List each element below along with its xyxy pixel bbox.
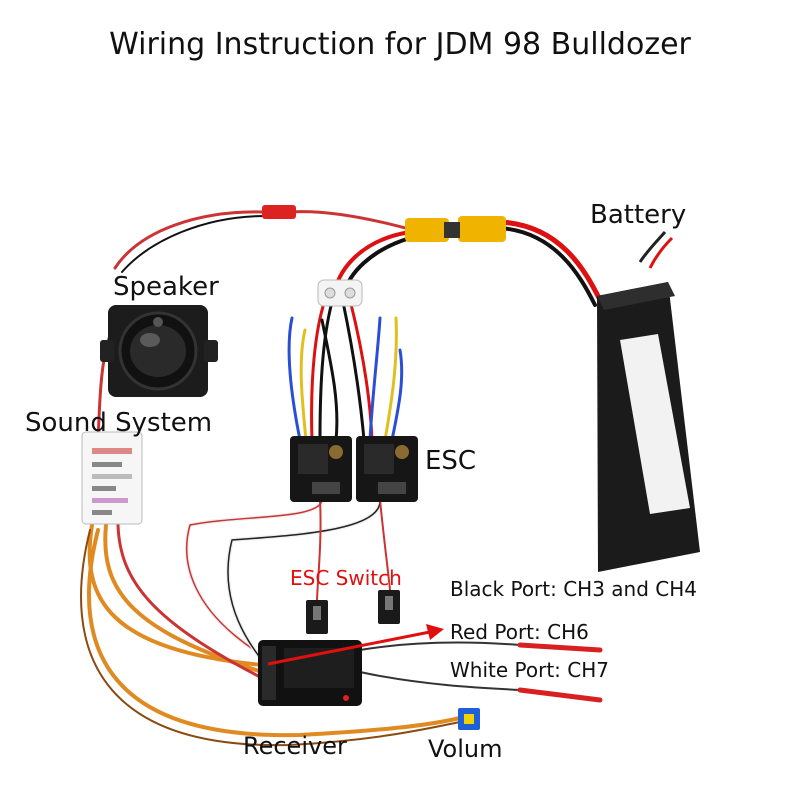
black-port-label: Black Port: CH3 and CH4	[450, 577, 698, 601]
volum-label: Volum	[428, 735, 503, 763]
volume-knob	[458, 708, 480, 730]
jst-connector	[262, 205, 296, 219]
wires	[80, 210, 603, 747]
sound-system-label: Sound System	[25, 408, 213, 438]
esc-left	[290, 436, 352, 502]
page-title: Wiring Instruction for JDM 98 Bulldozer	[109, 27, 691, 62]
red-port-label: Red Port: CH6	[450, 620, 589, 644]
terminal-block	[317, 279, 363, 307]
battery-pack	[597, 231, 700, 572]
esc-switches	[306, 590, 400, 634]
receiver-label: Receiver	[243, 732, 347, 760]
esc-switch-label: ESC Switch	[290, 566, 402, 590]
speaker-label: Speaker	[113, 272, 219, 302]
esc-right	[356, 436, 418, 502]
white-port-label: White Port: CH7	[450, 658, 609, 682]
receiver-unit	[258, 640, 362, 706]
red-arrow	[267, 624, 444, 666]
battery-label: Battery	[590, 200, 687, 230]
xt60-connectors	[405, 216, 506, 242]
esc-label: ESC	[425, 446, 477, 476]
speaker	[100, 305, 218, 397]
sound-system-board	[81, 431, 143, 525]
